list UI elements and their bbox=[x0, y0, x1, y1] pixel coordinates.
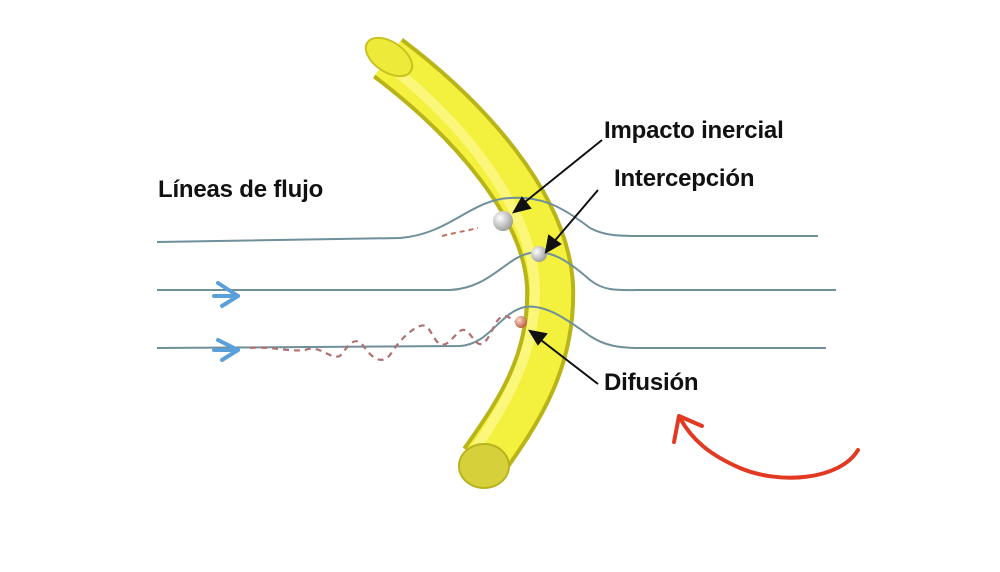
flow-arrows bbox=[212, 281, 240, 362]
rotation-arrow-icon bbox=[672, 414, 860, 480]
pointer-diffusion-head bbox=[527, 329, 548, 346]
fiber bbox=[364, 36, 576, 489]
inertial-impaction-label: Impacto inercial bbox=[604, 117, 784, 144]
fiber-bottom-end bbox=[458, 443, 510, 489]
diffusion-path bbox=[249, 227, 519, 361]
interception-label: Intercepción bbox=[614, 165, 755, 192]
diffusion-label: Difusión bbox=[604, 369, 699, 396]
flow-arrow-icon bbox=[212, 281, 240, 308]
pointer-arrows bbox=[511, 139, 603, 385]
streamlines-label: Líneas de flujo bbox=[158, 176, 324, 203]
particle-diffusion bbox=[515, 316, 527, 328]
particles bbox=[493, 211, 547, 328]
particle-inertial-impaction bbox=[493, 211, 513, 231]
fiber-shine bbox=[380, 57, 541, 453]
streamlines bbox=[156, 196, 836, 349]
flow-arrow-icon bbox=[212, 338, 240, 362]
impact-trajectory bbox=[441, 227, 479, 237]
pointer-intercept bbox=[551, 189, 599, 245]
streamline-top bbox=[156, 196, 818, 243]
diffusion-random-walk bbox=[249, 315, 519, 361]
streamline-bottom bbox=[156, 305, 826, 349]
fiber-body-highlight bbox=[375, 41, 572, 475]
fiber-top-end bbox=[364, 36, 414, 78]
streamline-middle bbox=[157, 251, 836, 292]
pointer-impact bbox=[519, 139, 603, 207]
pointer-impact-head bbox=[511, 196, 532, 214]
particle-interception bbox=[531, 246, 547, 262]
pointer-diffusion bbox=[536, 336, 599, 385]
pointer-intercept-head bbox=[544, 234, 562, 254]
